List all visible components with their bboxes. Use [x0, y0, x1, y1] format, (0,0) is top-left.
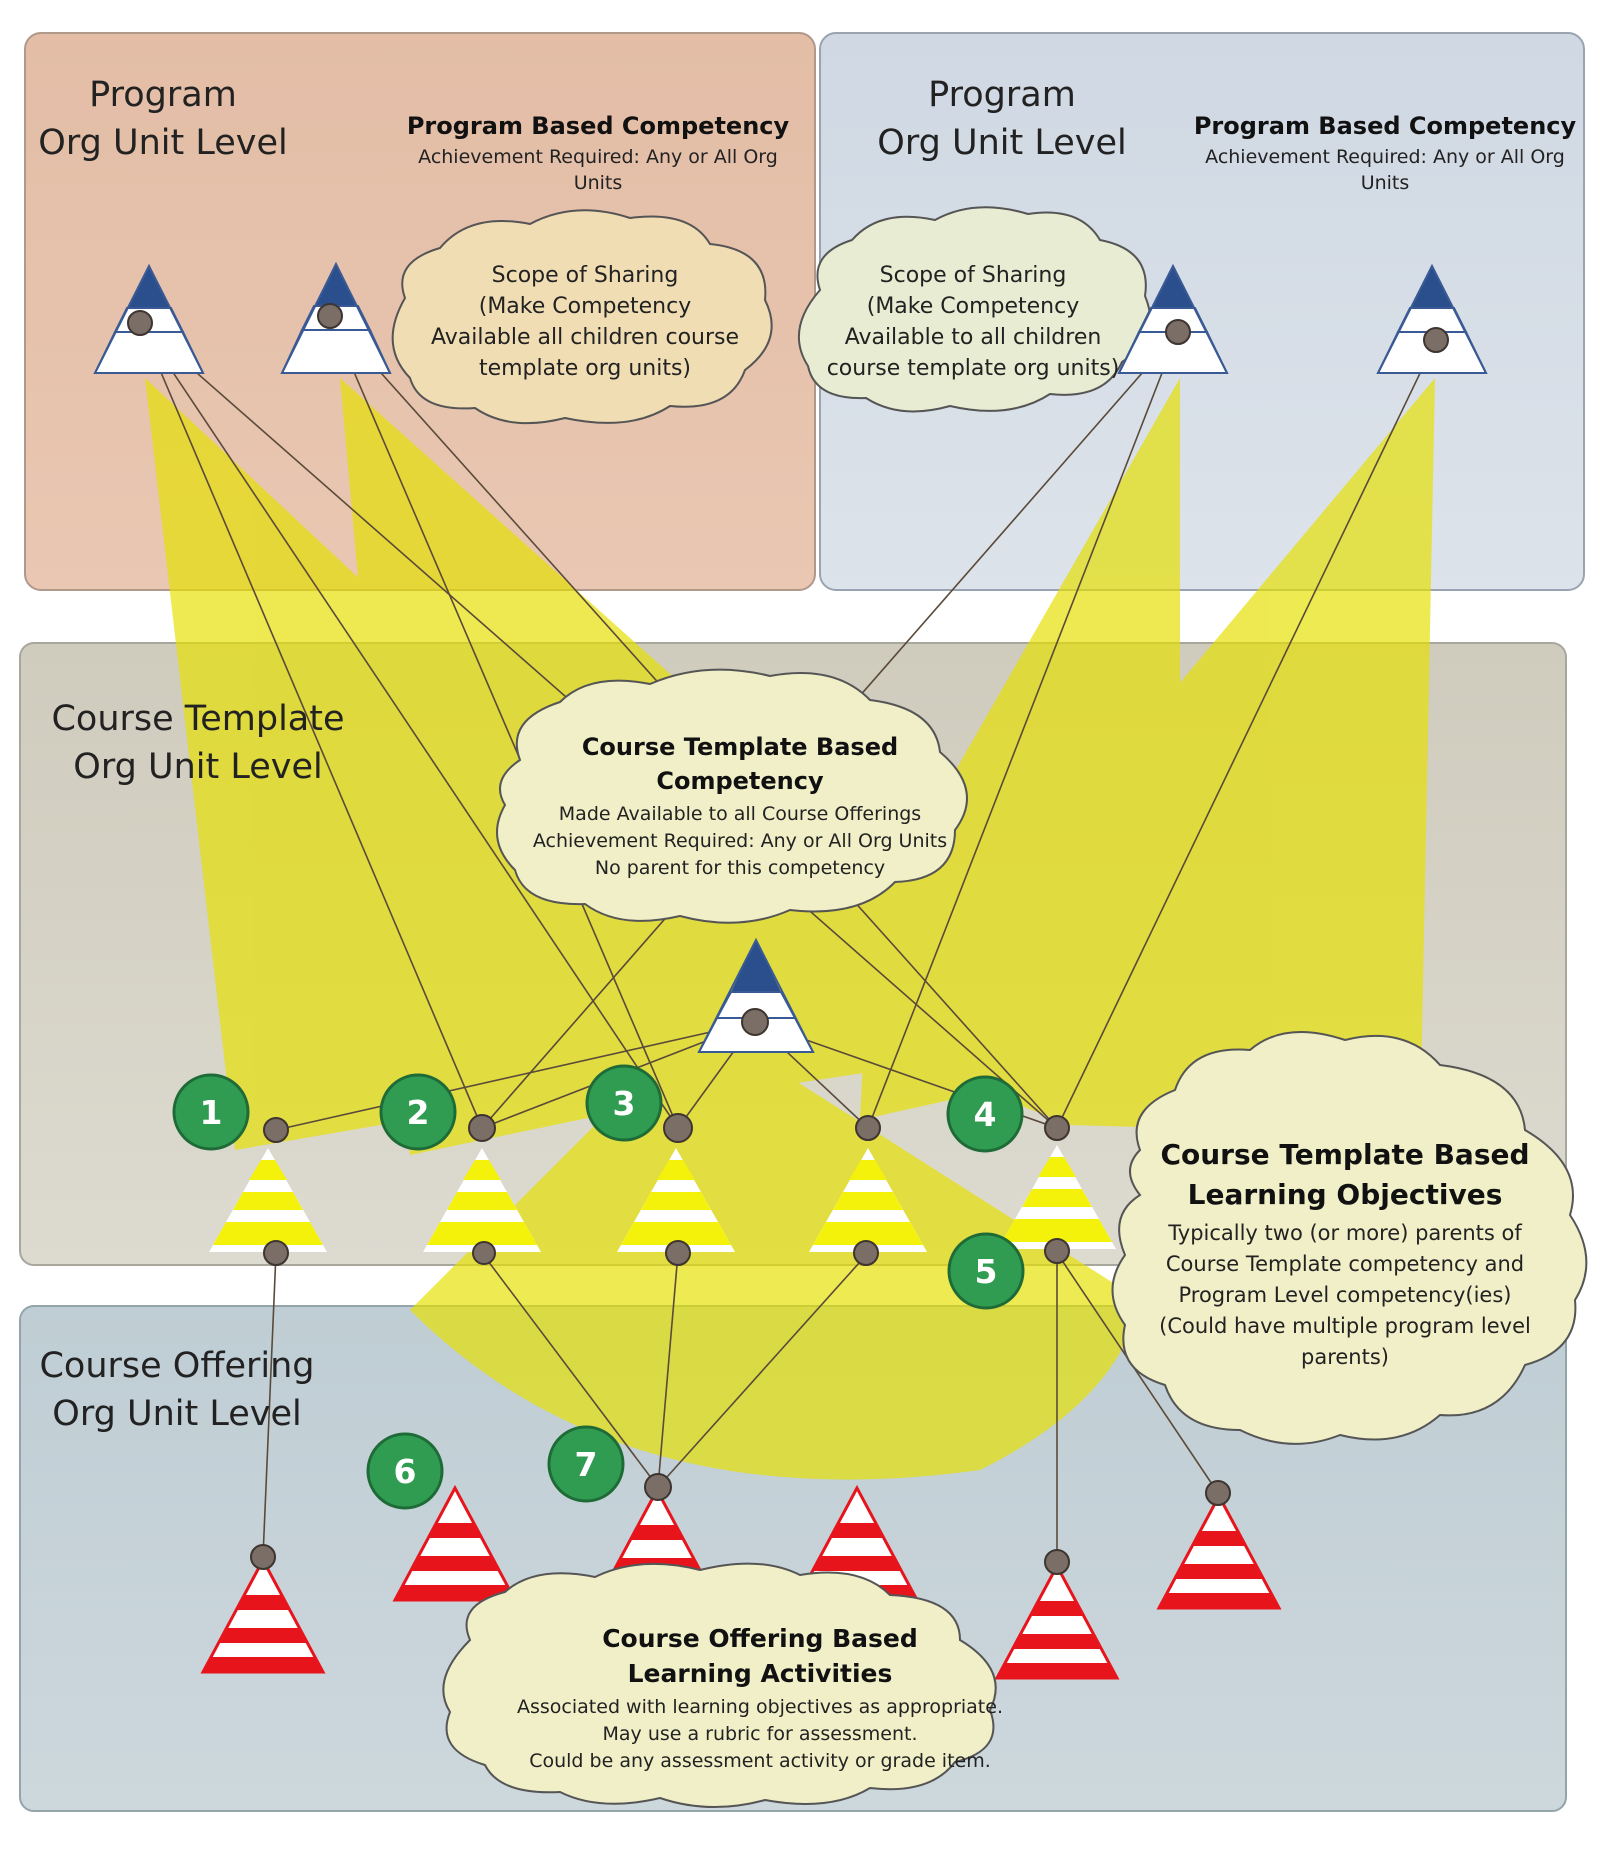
objectives-title1: Course Template Based	[1160, 1138, 1529, 1171]
cloud-shape	[1111, 1031, 1588, 1445]
cloud-scope-left: Scope of Sharing (Make Competency Availa…	[391, 209, 773, 425]
objectives-title2: Learning Objectives	[1188, 1178, 1503, 1211]
cloud-shape	[391, 209, 773, 425]
svg-text:3: 3	[613, 1084, 636, 1123]
program-left-title-line1: Program	[89, 75, 237, 115]
link	[481, 1252, 659, 1488]
activities-line1: Associated with learning objectives as a…	[517, 1696, 1003, 1718]
cloud-template-competency: Course Template Based Competency Made Av…	[496, 668, 968, 924]
template-competency-title1: Course Template Based	[582, 733, 898, 761]
program-left-title-line2: Org Unit Level	[38, 123, 287, 163]
template-competency-line1: Made Available to all Course Offerings	[559, 803, 921, 825]
link	[1056, 1252, 1219, 1494]
badge-4: 4	[946, 1075, 1024, 1153]
learning-objective-pyramid-3	[617, 1113, 735, 1266]
svg-text:7: 7	[575, 1445, 598, 1484]
scope-left-line3: Available all children course	[431, 325, 739, 350]
badge-1: 1	[172, 1073, 250, 1151]
course-offering-title-line2: Org Unit Level	[52, 1394, 301, 1434]
link	[139, 322, 679, 1129]
program-left-competency-title: Program Based Competency	[407, 112, 790, 140]
badge-7: 7	[547, 1425, 625, 1503]
learning-activity-pyramid-2	[392, 1484, 518, 1602]
program-right-title-line1: Program	[928, 75, 1076, 115]
svg-text:5: 5	[975, 1252, 998, 1291]
program-competency-pyramid	[1117, 263, 1229, 374]
program-competency-pyramid	[280, 261, 392, 374]
link	[275, 1021, 756, 1131]
scope-right-line3: Available to all children	[845, 325, 1102, 350]
scope-left-line1: Scope of Sharing	[492, 263, 679, 288]
learning-objective-pyramid-4	[809, 1115, 927, 1266]
activities-line2: May use a rubric for assessment.	[603, 1723, 918, 1745]
learning-activity-pyramid-1	[200, 1544, 326, 1674]
cloud-scope-right: Scope of Sharing (Make Competency Availa…	[797, 206, 1152, 413]
badge-3: 3	[585, 1064, 663, 1142]
objectives-line3: Program Level competency(ies)	[1178, 1283, 1511, 1307]
program-right-title-line2: Org Unit Level	[877, 123, 1126, 163]
activities-title2: Learning Activities	[628, 1659, 893, 1688]
cloud-learning-activities: Course Offering Based Learning Activitie…	[442, 1562, 1003, 1809]
scope-right-line4: course template org units)	[827, 356, 1120, 381]
link	[139, 322, 483, 1129]
program-left-competency-line1: Achievement Required: Any or All Org	[418, 146, 778, 168]
objectives-line2: Course Template competency and	[1166, 1252, 1524, 1276]
program-right-competency-title: Program Based Competency	[1194, 112, 1577, 140]
objectives-line1: Typically two (or more) parents of	[1167, 1221, 1522, 1245]
beam-program-right-2	[880, 378, 1435, 1135]
cloud-learning-objectives: Course Template Based Learning Objective…	[1111, 1031, 1588, 1445]
objectives-line4: (Could have multiple program level	[1159, 1314, 1531, 1338]
scope-left-line4: template org units)	[479, 356, 691, 381]
link	[657, 1252, 679, 1488]
program-right-competency-line2: Units	[1361, 172, 1410, 194]
template-competency-line3: No parent for this competency	[595, 857, 885, 879]
learning-objective-pyramid-5	[998, 1115, 1116, 1264]
scope-right-line2: (Make Competency	[867, 294, 1080, 319]
link	[262, 1252, 277, 1558]
badge-5: 5	[947, 1232, 1025, 1310]
link	[657, 1252, 869, 1488]
activities-title1: Course Offering Based	[602, 1624, 918, 1653]
course-offering-title-line1: Course Offering	[39, 1346, 314, 1386]
learning-activity-pyramid-6	[1156, 1480, 1282, 1610]
link	[867, 331, 1179, 1129]
template-competency-line2: Achievement Required: Any or All Org Uni…	[533, 830, 947, 852]
program-competency-pyramid	[93, 263, 205, 374]
link	[1056, 339, 1437, 1129]
cloud-shape	[442, 1562, 997, 1809]
template-competency-title2: Competency	[656, 767, 824, 795]
course-template-title-line1: Course Template	[51, 699, 344, 739]
svg-text:6: 6	[394, 1452, 417, 1491]
learning-objective-pyramid-2	[423, 1114, 541, 1265]
course-template-title-line2: Org Unit Level	[73, 747, 322, 787]
beam-template-to-offering	[410, 1020, 1140, 1480]
badge-2: 2	[379, 1073, 457, 1151]
activities-line3: Could be any assessment activity or grad…	[529, 1750, 991, 1772]
learning-activity-pyramid-5	[994, 1549, 1120, 1680]
svg-text:2: 2	[407, 1093, 430, 1132]
svg-text:1: 1	[200, 1093, 223, 1132]
program-left-competency-line2: Units	[574, 172, 623, 194]
cloud-shape	[496, 668, 968, 924]
learning-objective-pyramid-1	[209, 1117, 327, 1266]
scope-left-line2: (Make Competency	[479, 294, 692, 319]
link	[329, 315, 679, 1129]
template-competency-pyramid	[697, 937, 815, 1053]
program-competency-pyramid	[1376, 263, 1488, 374]
objectives-line5: parents)	[1301, 1345, 1389, 1369]
badge-6: 6	[366, 1432, 444, 1510]
svg-text:4: 4	[974, 1095, 997, 1134]
scope-right-line1: Scope of Sharing	[880, 263, 1067, 288]
program-right-competency-line1: Achievement Required: Any or All Org	[1205, 146, 1565, 168]
